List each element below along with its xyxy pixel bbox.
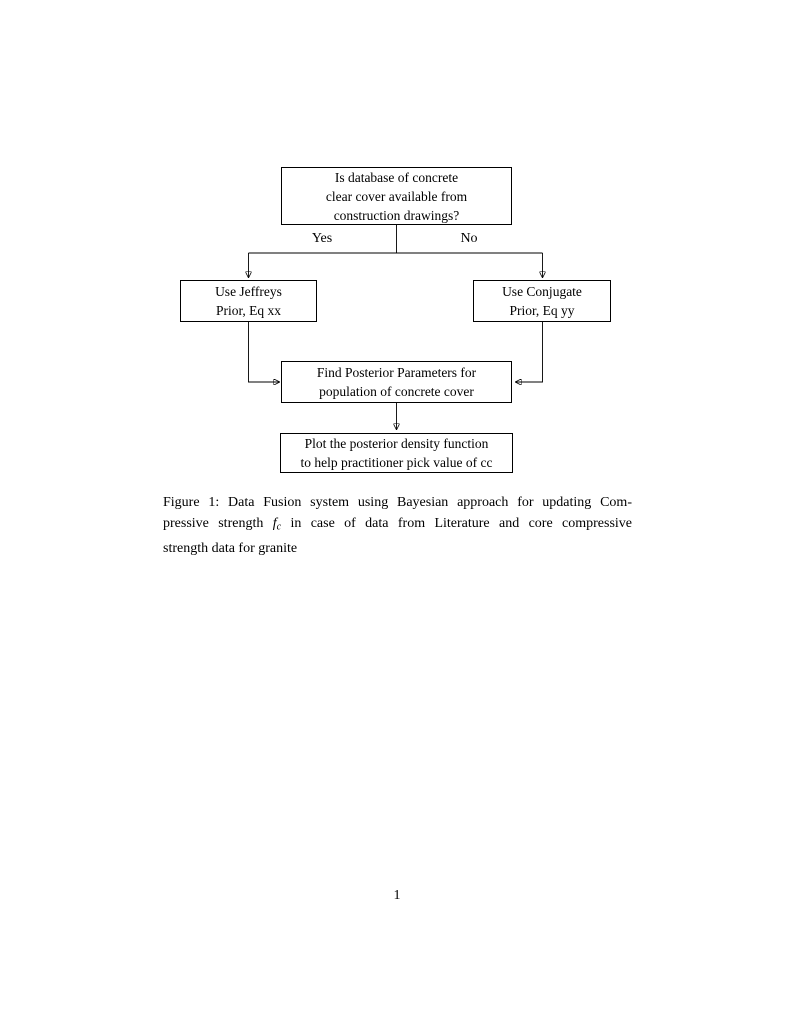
node-plot-density: Plot the posterior density function to h… bbox=[280, 433, 513, 473]
math-fc-subscript: c bbox=[276, 521, 282, 533]
figure-caption: Figure 1: Data Fusion system using Bayes… bbox=[163, 492, 632, 559]
connector-jeffreys-to-posterior bbox=[248, 322, 280, 382]
connector-conjugate-to-posterior bbox=[516, 322, 543, 382]
connector-branch-tee bbox=[248, 225, 543, 254]
edge-label-no: No bbox=[460, 231, 478, 246]
edge-label-yes: Yes bbox=[311, 231, 333, 246]
node-jeffreys-prior: Use Jeffreys Prior, Eq xx bbox=[180, 280, 317, 322]
caption-line-1: Figure 1: Data Fusion system using Bayes… bbox=[163, 495, 632, 510]
caption-line-2: pressive strength fc in case of data fro… bbox=[163, 513, 632, 538]
math-fc-base: f bbox=[272, 516, 277, 531]
caption-line-2-text-after: in case of data from Literature and core… bbox=[281, 516, 632, 531]
caption-line-2-text-before: pressive strength bbox=[163, 516, 273, 531]
page-number: 1 bbox=[393, 888, 401, 903]
caption-line-3: strength data for granite bbox=[163, 540, 298, 556]
node-posterior-parameters: Find Posterior Parameters for population… bbox=[281, 361, 512, 403]
node-conjugate-prior: Use Conjugate Prior, Eq yy bbox=[473, 280, 611, 322]
node-question: Is database of concrete clear cover avai… bbox=[281, 167, 512, 225]
